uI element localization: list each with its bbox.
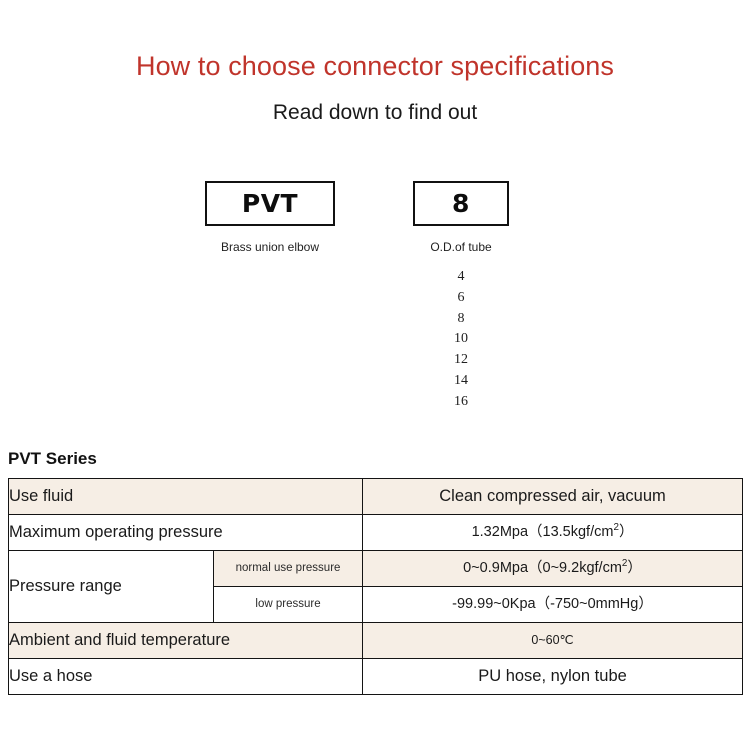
- spec-row-label: Pressure range: [8, 550, 214, 623]
- spec-row-label: Maximum operating pressure: [7, 514, 364, 551]
- tube-size-option[interactable]: 12: [454, 352, 468, 368]
- tube-size-option-list: 4 6 8 10 12 14 16: [401, 267, 521, 413]
- spec-subrow-label: normal use pressure: [212, 550, 364, 587]
- tube-size-caption: O.D.of tube: [430, 240, 492, 254]
- series-heading: PVT Series: [8, 449, 97, 468]
- spec-row-label: Ambient and fluid temperature: [7, 622, 364, 659]
- tube-size-box: 8: [413, 181, 509, 226]
- spec-row-value: PU hose, nylon tube: [362, 658, 744, 695]
- series-code-text: PVT: [241, 189, 299, 218]
- table-row: low pressure-99.99~0Kpa（-750~0mmHg）: [9, 586, 744, 623]
- spec-row-value: 0~60℃: [362, 622, 744, 659]
- tube-size-text: 8: [452, 189, 470, 218]
- tube-size-option[interactable]: 14: [454, 372, 468, 388]
- tube-size-option[interactable]: 6: [457, 289, 465, 305]
- tube-size-option[interactable]: 8: [457, 310, 465, 326]
- spec-subrow-value: -99.99~0Kpa（-750~0mmHg）: [362, 586, 744, 623]
- series-code-box: PVT: [205, 181, 335, 226]
- page-title: How to choose connector specifications: [135, 51, 615, 81]
- spec-row-value: 1.32Mpa（13.5kgf/cm2）: [362, 514, 744, 551]
- tube-size-option[interactable]: 4: [457, 269, 465, 284]
- series-code-caption: Brass union elbow: [220, 240, 320, 254]
- tube-size-option[interactable]: 10: [454, 331, 468, 347]
- tube-size-option[interactable]: 16: [454, 393, 468, 409]
- page-subtitle: Read down to find out: [272, 101, 478, 124]
- spec-row-value: Clean compressed air, vacuum: [362, 478, 744, 515]
- spec-subrow-label: low pressure: [212, 586, 364, 623]
- spec-row-label: Use a hose: [7, 658, 364, 695]
- spec-row-label: Use fluid: [7, 478, 364, 515]
- spec-subrow-value: 0~0.9Mpa（0~9.2kgf/cm2）: [362, 550, 744, 587]
